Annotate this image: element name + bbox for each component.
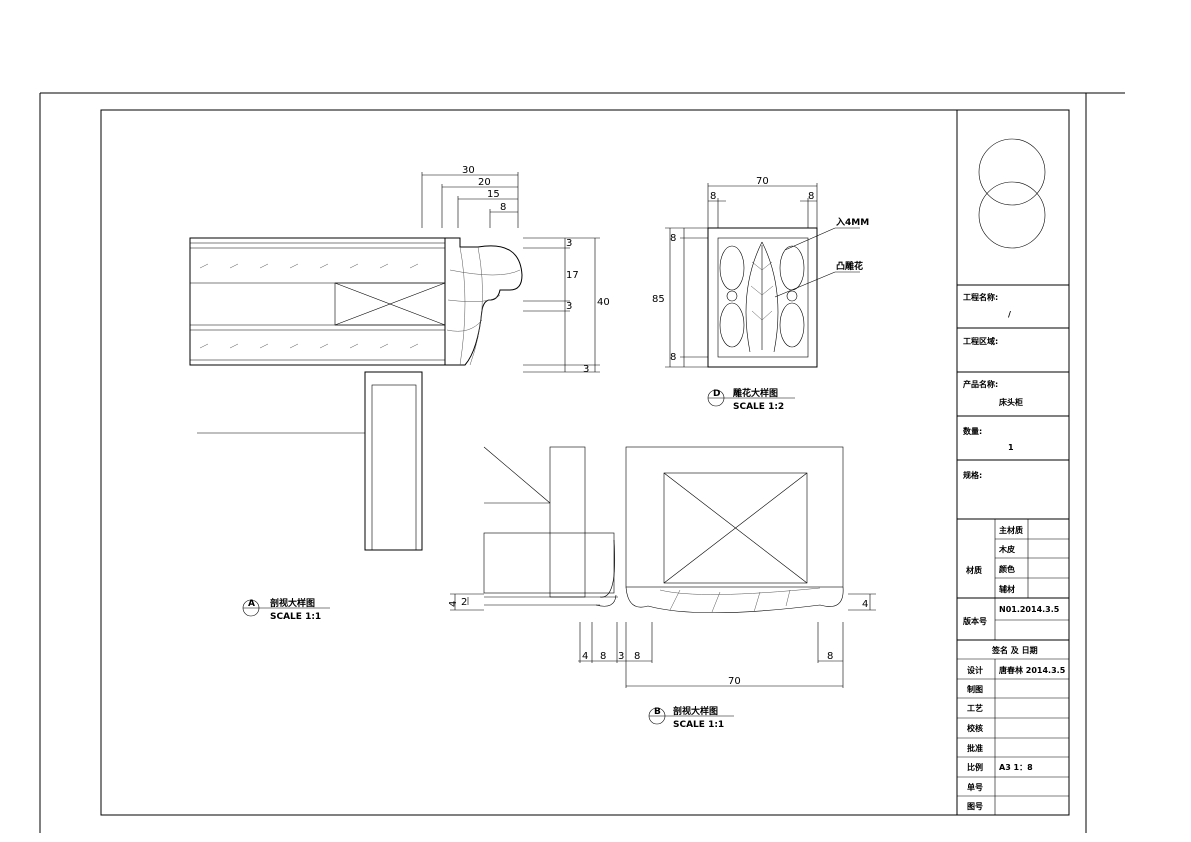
dim-a-8: 8 [500,202,506,213]
dim-d-85: 85 [652,294,665,305]
view-a-marker: A [248,599,255,609]
row-label: 制图 [967,684,983,694]
view-d-carving: 入4MM 凸雕花 70 8 8 85 8 8 D 雕花大样图 SCALE 1:2 [652,176,869,412]
view-d-title: 雕花大样图 [733,387,778,399]
material-main: 主材质 [999,525,1023,535]
dim-b-8: 8 [600,651,606,662]
dim-b-8c: 8 [827,651,833,662]
dim-b-3: 3 [618,651,624,662]
view-a-title: 剖视大样图 [270,597,315,609]
version-value: N01.2014.3.5 [999,605,1060,614]
view-d-scale: SCALE 1:2 [733,402,784,412]
dim-d-70: 70 [756,176,769,187]
row-label: 比例 [967,762,983,772]
row-value: 唐春林 2014.3.5 [999,665,1066,675]
view-d-marker: D [713,389,720,399]
dim-a-3c: 3 [583,364,589,375]
view-b-section: 4 2 4 4 8 3 8 8 70 B 剖视大样图 SCALE 1:1 [448,446,876,730]
dim-d-8-bottom: 8 [670,352,676,363]
view-b-scale: SCALE 1:1 [673,720,724,730]
dim-b-70: 70 [728,676,741,687]
dim-d-8-right: 8 [808,191,814,202]
dim-d-8-left: 8 [710,191,716,202]
callout-relief-carving: 凸雕花 [836,260,863,272]
sign-header: 签名 及 日期 [991,645,1038,655]
dim-b-2: 2 [461,597,467,608]
row-value: A3 1：8 [999,763,1033,772]
version-label: 版本号 [962,616,987,626]
quantity-label: 数量: [963,426,982,436]
dim-a-3b: 3 [566,301,572,312]
view-a-scale: SCALE 1:1 [270,612,321,622]
dim-b-4: 4 [448,601,459,607]
product-name-label: 产品名称: [963,379,998,389]
material-veneer: 木皮 [998,544,1015,554]
row-label: 校核 [967,723,983,733]
spec-label: 规格: [963,470,982,480]
project-name-value: / [1008,310,1011,319]
dim-a-20: 20 [478,177,491,188]
material-color: 颜色 [999,564,1015,574]
material-label: 材质 [966,565,982,575]
dim-a-17: 17 [566,270,579,281]
dim-a-40: 40 [597,297,610,308]
sign-rows: 设计 唐春林 2014.3.5 制图 工艺 校核 批准 比例 A3 1：8 单号… [967,665,1066,811]
view-b-marker: B [654,707,661,717]
project-area-label: 工程区域: [963,336,998,346]
row-label: 图号 [967,802,983,811]
product-name-value: 床头柜 [999,397,1023,407]
dim-d-8-top: 8 [670,233,676,244]
row-label: 单号 [967,782,983,792]
row-label: 批准 [967,743,983,753]
quantity-value: 1 [1008,443,1014,452]
dim-b-8b: 8 [634,651,640,662]
logo-circles [978,138,1046,249]
view-a-section: 30 20 15 8 3 17 3 40 3 A 剖视大样图 SCALE 1:1 [189,165,610,622]
row-label: 工艺 [967,703,983,713]
view-b-title: 剖视大样图 [673,705,718,717]
dim-b-4-bottom: 4 [582,651,588,662]
dim-b-4-right: 4 [862,599,868,610]
sheet-border [39,92,1125,833]
dim-a-15: 15 [487,189,500,200]
project-name-label: 工程名称: [963,292,998,302]
dim-a-30: 30 [462,165,475,176]
callout-inset-4mm: 入4MM [835,217,869,228]
title-block [957,284,1069,815]
dim-a-3: 3 [566,238,572,249]
row-label: 设计 [967,665,983,675]
material-aux: 辅材 [999,584,1015,594]
